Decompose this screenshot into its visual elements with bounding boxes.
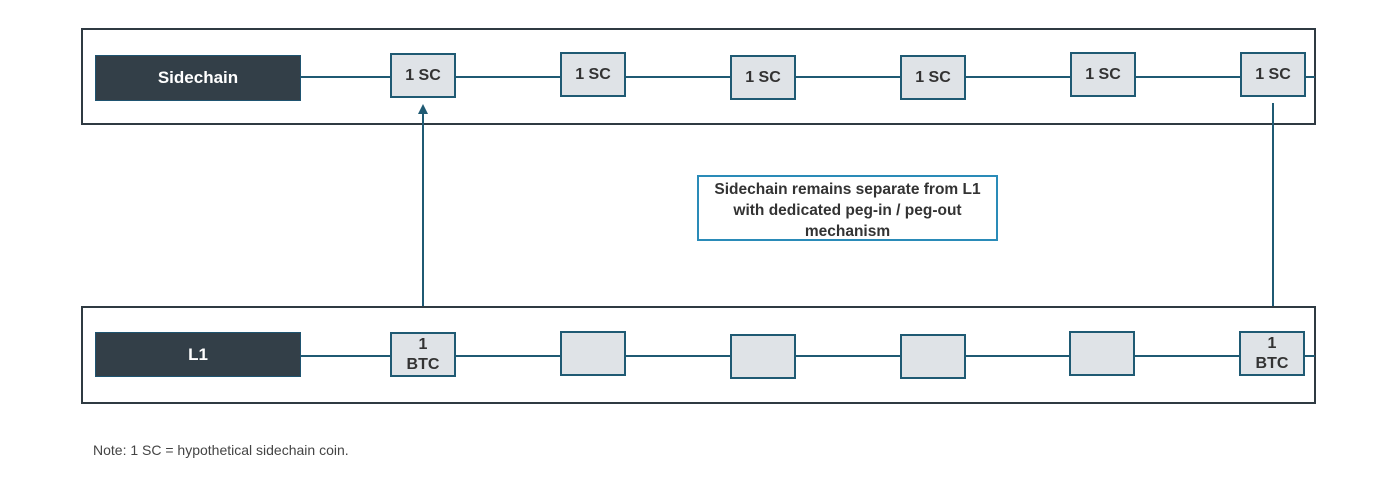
sidechain-block-2: 1 SC xyxy=(560,52,626,97)
footnote: Note: 1 SC = hypothetical sidechain coin… xyxy=(93,442,349,458)
l1-block-5 xyxy=(1069,331,1135,376)
l1-block-6: 1 BTC xyxy=(1239,331,1305,376)
sidechain-label: Sidechain xyxy=(95,55,301,101)
l1-label: L1 xyxy=(95,332,301,377)
sidechain-connector-line xyxy=(300,76,1315,78)
sidechain-block-1: 1 SC xyxy=(390,53,456,98)
l1-block-3 xyxy=(730,334,796,379)
peg-out-line xyxy=(1272,103,1274,311)
callout-box: Sidechain remains separate from L1 with … xyxy=(697,175,998,241)
sidechain-block-6: 1 SC xyxy=(1240,52,1306,97)
sidechain-block-5: 1 SC xyxy=(1070,52,1136,97)
l1-connector-line xyxy=(300,355,1315,357)
l1-block-1: 1 BTC xyxy=(390,332,456,377)
sidechain-block-4: 1 SC xyxy=(900,55,966,100)
sidechain-block-3: 1 SC xyxy=(730,55,796,100)
l1-block-2 xyxy=(560,331,626,376)
l1-block-4 xyxy=(900,334,966,379)
peg-in-line xyxy=(422,112,424,320)
peg-in-arrow-icon xyxy=(418,104,428,114)
